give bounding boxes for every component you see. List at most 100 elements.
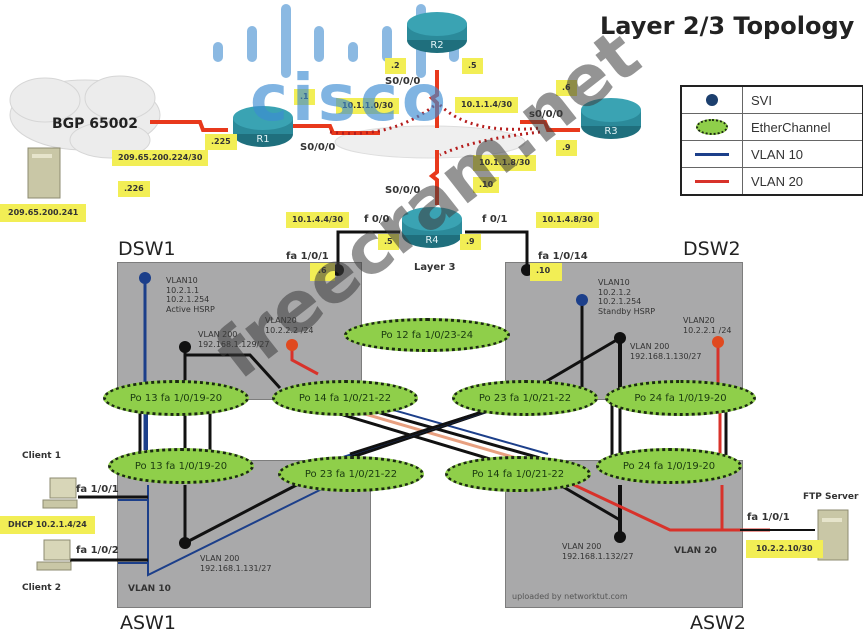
serial-isp-r1 [150, 120, 228, 132]
link-r4-dsw1 [336, 230, 400, 270]
subnet-r2-r3: 10.1.1.4/30 [455, 97, 519, 113]
isp-link-subnet: 209.65.200.224/30 [112, 150, 209, 166]
asw1-port2: fa 1/0/2 [76, 545, 119, 556]
asw2-vlan20-label: VLAN 20 [674, 546, 717, 556]
asw1-vlan200-diag [184, 476, 311, 545]
serial-r4-cloud [428, 150, 439, 205]
r2-ip-right: .5 [462, 58, 483, 74]
isp-server-ip: 209.65.200.241 [0, 204, 87, 222]
router-r2[interactable]: R2 [406, 10, 468, 54]
router-r1[interactable]: R1 [232, 104, 294, 148]
isp-as-label: BGP 65002 [52, 116, 139, 132]
asw1-vlan200-svi-icon [179, 537, 191, 549]
dsw2-vlan200-svi-icon [614, 332, 626, 344]
etherchannel-dsw1-po14[interactable]: Po 14 fa 1/0/21-22 [272, 380, 418, 416]
client2-label: Client 2 [22, 583, 61, 593]
dsw1-vlan10-svi-icon [139, 272, 151, 284]
r3-ip-bottom: .9 [556, 140, 577, 156]
client2-pc-icon [36, 539, 72, 571]
legend-row-etherchannel: EtherChannel [682, 114, 862, 141]
legend-row-vlan10: VLAN 10 [682, 141, 862, 168]
r3-label: R3 [604, 126, 617, 137]
legend: SVI EtherChannel VLAN 10 VLAN 20 [680, 85, 863, 196]
vlan20-line-icon [695, 179, 729, 183]
etherchannel-asw1-po13[interactable]: Po 13 fa 1/0/19-20 [108, 448, 254, 484]
etherchannel-asw2-po14[interactable]: Po 14 fa 1/0/21-22 [445, 456, 591, 492]
legend-label: EtherChannel [751, 119, 831, 135]
isp-server-icon [27, 147, 61, 199]
wan-cloud [334, 125, 526, 159]
dsw2-vlan20-svi-icon [712, 336, 724, 348]
dsw1-uplink-ip: .6 [310, 263, 335, 281]
r2-serial-port: S0/0/0 [385, 76, 421, 87]
asw2-vlan200-diag [559, 483, 621, 522]
dsw1-box [117, 262, 362, 400]
asw2-ftp-port: fa 1/0/1 [747, 512, 790, 523]
r3-serial-port: s0/0/0 [529, 109, 564, 120]
etherchannel-asw2-po24[interactable]: Po 24 fa 1/0/19-20 [596, 448, 742, 484]
dsw2-uplink-ip: .10 [530, 263, 563, 281]
etherchannel-asw1-po23[interactable]: Po 23 fa 1/0/21-22 [278, 456, 424, 492]
r4-serial-port: S0/0/0 [385, 185, 421, 196]
etherchannel-dsw1-po13[interactable]: Po 13 fa 1/0/19-20 [103, 380, 249, 416]
r3-ip-top: .6 [556, 80, 577, 96]
isp-cloud [9, 75, 161, 159]
svi-dot-icon [706, 94, 718, 106]
serial-r2-cloud [428, 70, 439, 128]
dsw1-uplink-port: fa 1/0/1 [286, 251, 329, 262]
asw1-vlan10-label: VLAN 10 [128, 584, 171, 594]
dsw1-vlan200-svi-icon [179, 341, 191, 353]
legend-row-vlan20: VLAN 20 [682, 168, 862, 194]
subnet-r4-dsw2: 10.1.4.8/30 [536, 212, 600, 228]
etherchannel-dsw2-po24[interactable]: Po 24 fa 1/0/19-20 [605, 380, 756, 416]
router-r4[interactable]: R4 [401, 205, 463, 249]
legend-label: VLAN 20 [751, 173, 804, 189]
serial-r1-cloud [290, 124, 380, 135]
r1-label: R1 [256, 134, 269, 145]
dsw2-box [505, 262, 743, 400]
asw2-vlan20-path [569, 481, 770, 532]
asw2-name: ASW2 [690, 612, 746, 634]
pvc-r3-r4 [439, 130, 541, 157]
subnet-r1-r2: 10.1.1.0/30 [336, 98, 400, 114]
isp-ip: .226 [118, 181, 150, 197]
r1-isp-ip: .225 [205, 134, 237, 150]
dsw1-name: DSW1 [118, 238, 176, 260]
subnet-r4-dsw1: 10.1.4.4/30 [286, 212, 350, 228]
subnet-r3-r4: 10.1.1.8/30 [473, 155, 537, 171]
r4-serial-ip: .10 [473, 177, 500, 193]
diagram-title: Layer 2/3 Topology [600, 12, 855, 40]
uploaded-by-label: uploaded by networktut.com [512, 592, 628, 601]
etherchannel-dsw2-po23[interactable]: Po 23 fa 1/0/21-22 [452, 380, 598, 416]
router-r3[interactable]: R3 [580, 96, 642, 140]
asw1-port1: fa 1/0/1 [76, 484, 119, 495]
r1-serial-port: S0/0/0 [300, 142, 336, 153]
dsw2-uplink-port: fa 1/0/14 [538, 251, 588, 262]
link-r4-dsw2 [465, 230, 529, 270]
vlan10-line-icon [695, 152, 729, 156]
etherchannel-oval-icon [696, 119, 728, 135]
r1-serial-ip: .1 [294, 89, 315, 105]
r4-f00-port: f 0/0 [364, 214, 390, 225]
client-dhcp-ip: DHCP 10.2.1.4/24 [0, 516, 95, 534]
r2-label: R2 [430, 40, 443, 51]
ftp-ip: 10.2.2.10/30 [746, 540, 823, 558]
ftp-server-label: FTP Server [803, 492, 859, 502]
asw1-name: ASW1 [120, 612, 176, 634]
r4-label: R4 [425, 235, 438, 246]
r2-ip-left: .2 [385, 58, 406, 74]
dsw2-vlan200-diag [539, 336, 621, 387]
r4-f00-ip: .5 [378, 234, 399, 250]
dsw1-vlan20-svi-icon [286, 339, 298, 351]
etherchannel-po12[interactable]: Po 12 fa 1/0/23-24 [344, 318, 510, 352]
asw1-vlan10-path [147, 484, 331, 577]
legend-label: SVI [751, 92, 772, 108]
